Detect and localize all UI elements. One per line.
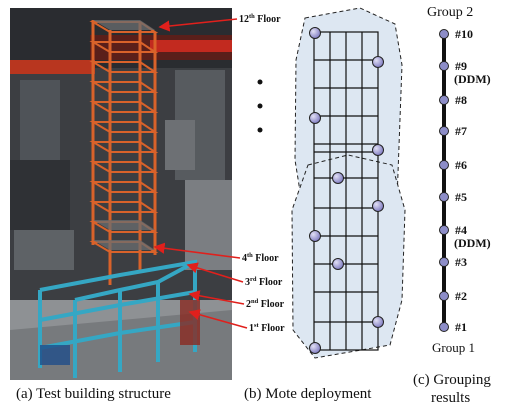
caption-a: (a) Test building structure: [16, 386, 171, 402]
group-node: #2: [439, 289, 467, 303]
group-node: #10: [439, 27, 473, 41]
floor-label-12: 12th Floor: [158, 13, 281, 32]
group-node-dot: [439, 126, 449, 136]
grouping-results: Group 2 #10#9(DDM)#8#7#6#5#4(DDM)#3#2#1 …: [427, 5, 491, 355]
group-node-dot: [439, 192, 449, 202]
svg-text:1st Floor: 1st Floor: [249, 322, 285, 334]
mote: [309, 342, 321, 354]
group-node-label: #7: [455, 124, 467, 138]
floor-label-3: 3rd Floor: [186, 262, 283, 288]
mote: [309, 112, 321, 124]
svg-text:4th Floor: 4th Floor: [242, 252, 279, 264]
group-node-dot: [439, 61, 449, 71]
group-node: #6: [439, 158, 467, 172]
ellipsis-dots: [257, 79, 263, 133]
group-1-label: Group 1: [432, 340, 475, 355]
caption-c-line2: results: [431, 390, 470, 406]
group-node-dot: [439, 322, 449, 332]
svg-text:2nd Floor: 2nd Floor: [246, 298, 285, 310]
group-node: #7: [439, 124, 467, 138]
group-node: #5: [439, 190, 467, 204]
mote: [332, 172, 344, 184]
group-node-label: #3: [455, 255, 467, 269]
floor-label-2: 2nd Floor: [188, 290, 285, 310]
group-node-dot: [439, 29, 449, 39]
group-node-label: #1: [455, 320, 467, 334]
group-node-label: #10: [455, 27, 473, 41]
floor-label-1: 1st Floor: [188, 309, 285, 334]
group-node-dot: [439, 160, 449, 170]
mote: [372, 56, 384, 68]
group-node-note: (DDM): [454, 72, 491, 86]
svg-text:12th Floor: 12th Floor: [239, 13, 281, 25]
mote: [332, 258, 344, 270]
group-node-label: #4: [455, 223, 467, 237]
lower-cluster-region: [291, 154, 406, 359]
caption-c-line1: (c) Grouping: [413, 372, 491, 388]
group-node-label: #5: [455, 190, 467, 204]
group-node-label: #6: [455, 158, 467, 172]
group-node: #9(DDM): [439, 59, 491, 86]
group-node-dot: [439, 95, 449, 105]
group-node-label: #8: [455, 93, 467, 107]
motes: [309, 27, 384, 354]
mote: [372, 144, 384, 156]
group-node-label: #2: [455, 289, 467, 303]
mote: [309, 230, 321, 242]
group-node-note: (DDM): [454, 236, 491, 250]
group-node: #8: [439, 93, 467, 107]
group-node-dot: [439, 291, 449, 301]
group-nodes: #10#9(DDM)#8#7#6#5#4(DDM)#3#2#1: [439, 27, 491, 334]
svg-text:3rd Floor: 3rd Floor: [245, 276, 283, 288]
group-node-dot: [439, 225, 449, 235]
mote: [372, 200, 384, 212]
mote-deployment: [291, 7, 406, 359]
group-node: #4(DDM): [439, 223, 491, 250]
mote: [372, 316, 384, 328]
building-grid: [313, 31, 379, 351]
group-node-dot: [439, 257, 449, 267]
group-node: #3: [439, 255, 467, 269]
group-node-label: #9: [455, 59, 467, 73]
floor-label-4: 4th Floor: [153, 242, 279, 264]
test-building-photo: [10, 8, 232, 380]
group-2-label: Group 2: [427, 5, 473, 20]
group-node: #1: [439, 320, 467, 334]
caption-b: (b) Mote deployment: [244, 386, 372, 402]
mote: [309, 27, 321, 39]
